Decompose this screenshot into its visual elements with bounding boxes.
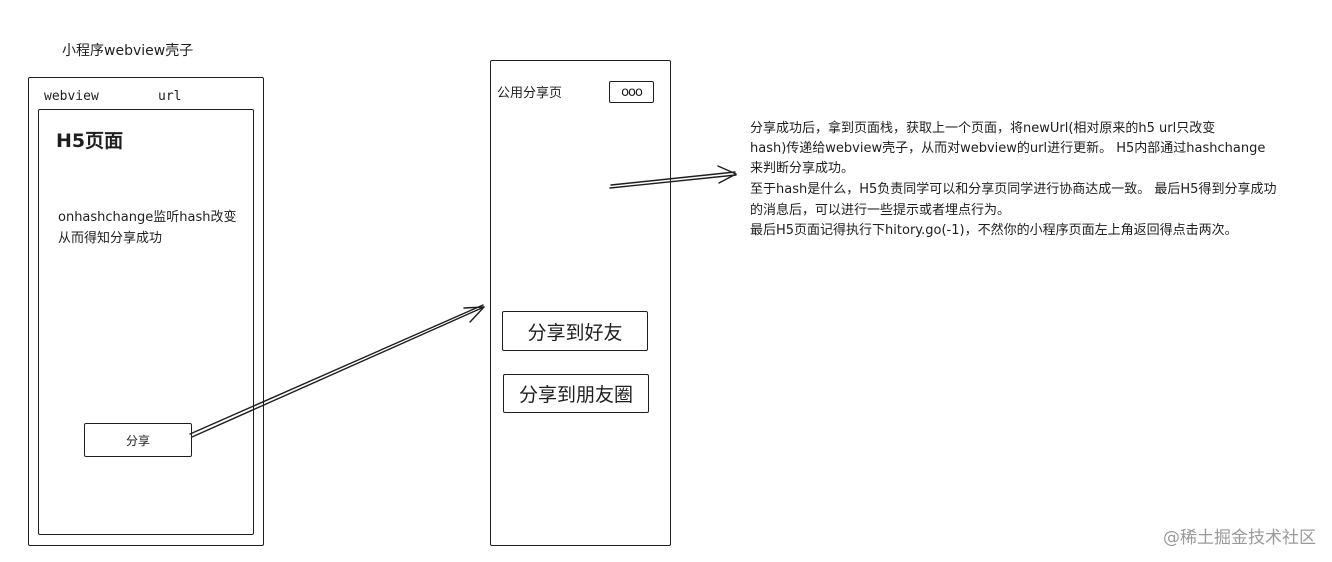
more-menu-capsule[interactable]: ooo [609, 81, 654, 103]
note-line-6: 最后H5页面记得执行下hitory.go(-1)，不然你的小程序页面左上角返回得… [750, 223, 1238, 238]
share-to-friend-button[interactable]: 分享到好友 [502, 311, 648, 351]
h5-desc-line2: 从而得知分享成功 [58, 231, 163, 246]
share-to-moments-button[interactable]: 分享到朋友圈 [503, 374, 649, 413]
note-line-1: 分享成功后，拿到页面栈，获取上一个页面，将newUrl(相对原来的h5 url只… [750, 121, 1216, 136]
more-dots-icon: ooo [621, 84, 643, 100]
url-label: url [158, 89, 182, 104]
note-line-3: 来判断分享成功。 [750, 161, 855, 176]
share-button[interactable]: 分享 [84, 423, 192, 457]
share-to-friend-label: 分享到好友 [527, 321, 623, 344]
share-page-title: 公用分享页 [497, 86, 563, 101]
h5-page-frame [38, 109, 254, 535]
share-button-label: 分享 [125, 433, 150, 448]
share-to-moments-label: 分享到朋友圈 [518, 384, 633, 406]
arrow-head-sharepage [463, 306, 485, 323]
h5-desc-line1: onhashchange监听hash改变 [58, 210, 237, 225]
webview-label: webview [44, 89, 99, 104]
arrow-head-note [717, 165, 737, 184]
note-line-4: 至于hash是什么，H5负责同学可以和分享页同学进行协商达成一致。 最后H5得到… [750, 182, 1277, 197]
share-page-frame [490, 60, 671, 546]
note-line-2: hash)传递给webview壳子，从而对webview的url进行更新。 H5… [750, 141, 1266, 156]
watermark: @稀土掘金技术社区 [1163, 528, 1316, 548]
shell-title: 小程序webview壳子 [62, 43, 194, 59]
note-line-5: 的消息后，可以进行一些提示或者埋点行为。 [750, 203, 1011, 218]
h5-page-title: H5页面 [56, 130, 124, 152]
